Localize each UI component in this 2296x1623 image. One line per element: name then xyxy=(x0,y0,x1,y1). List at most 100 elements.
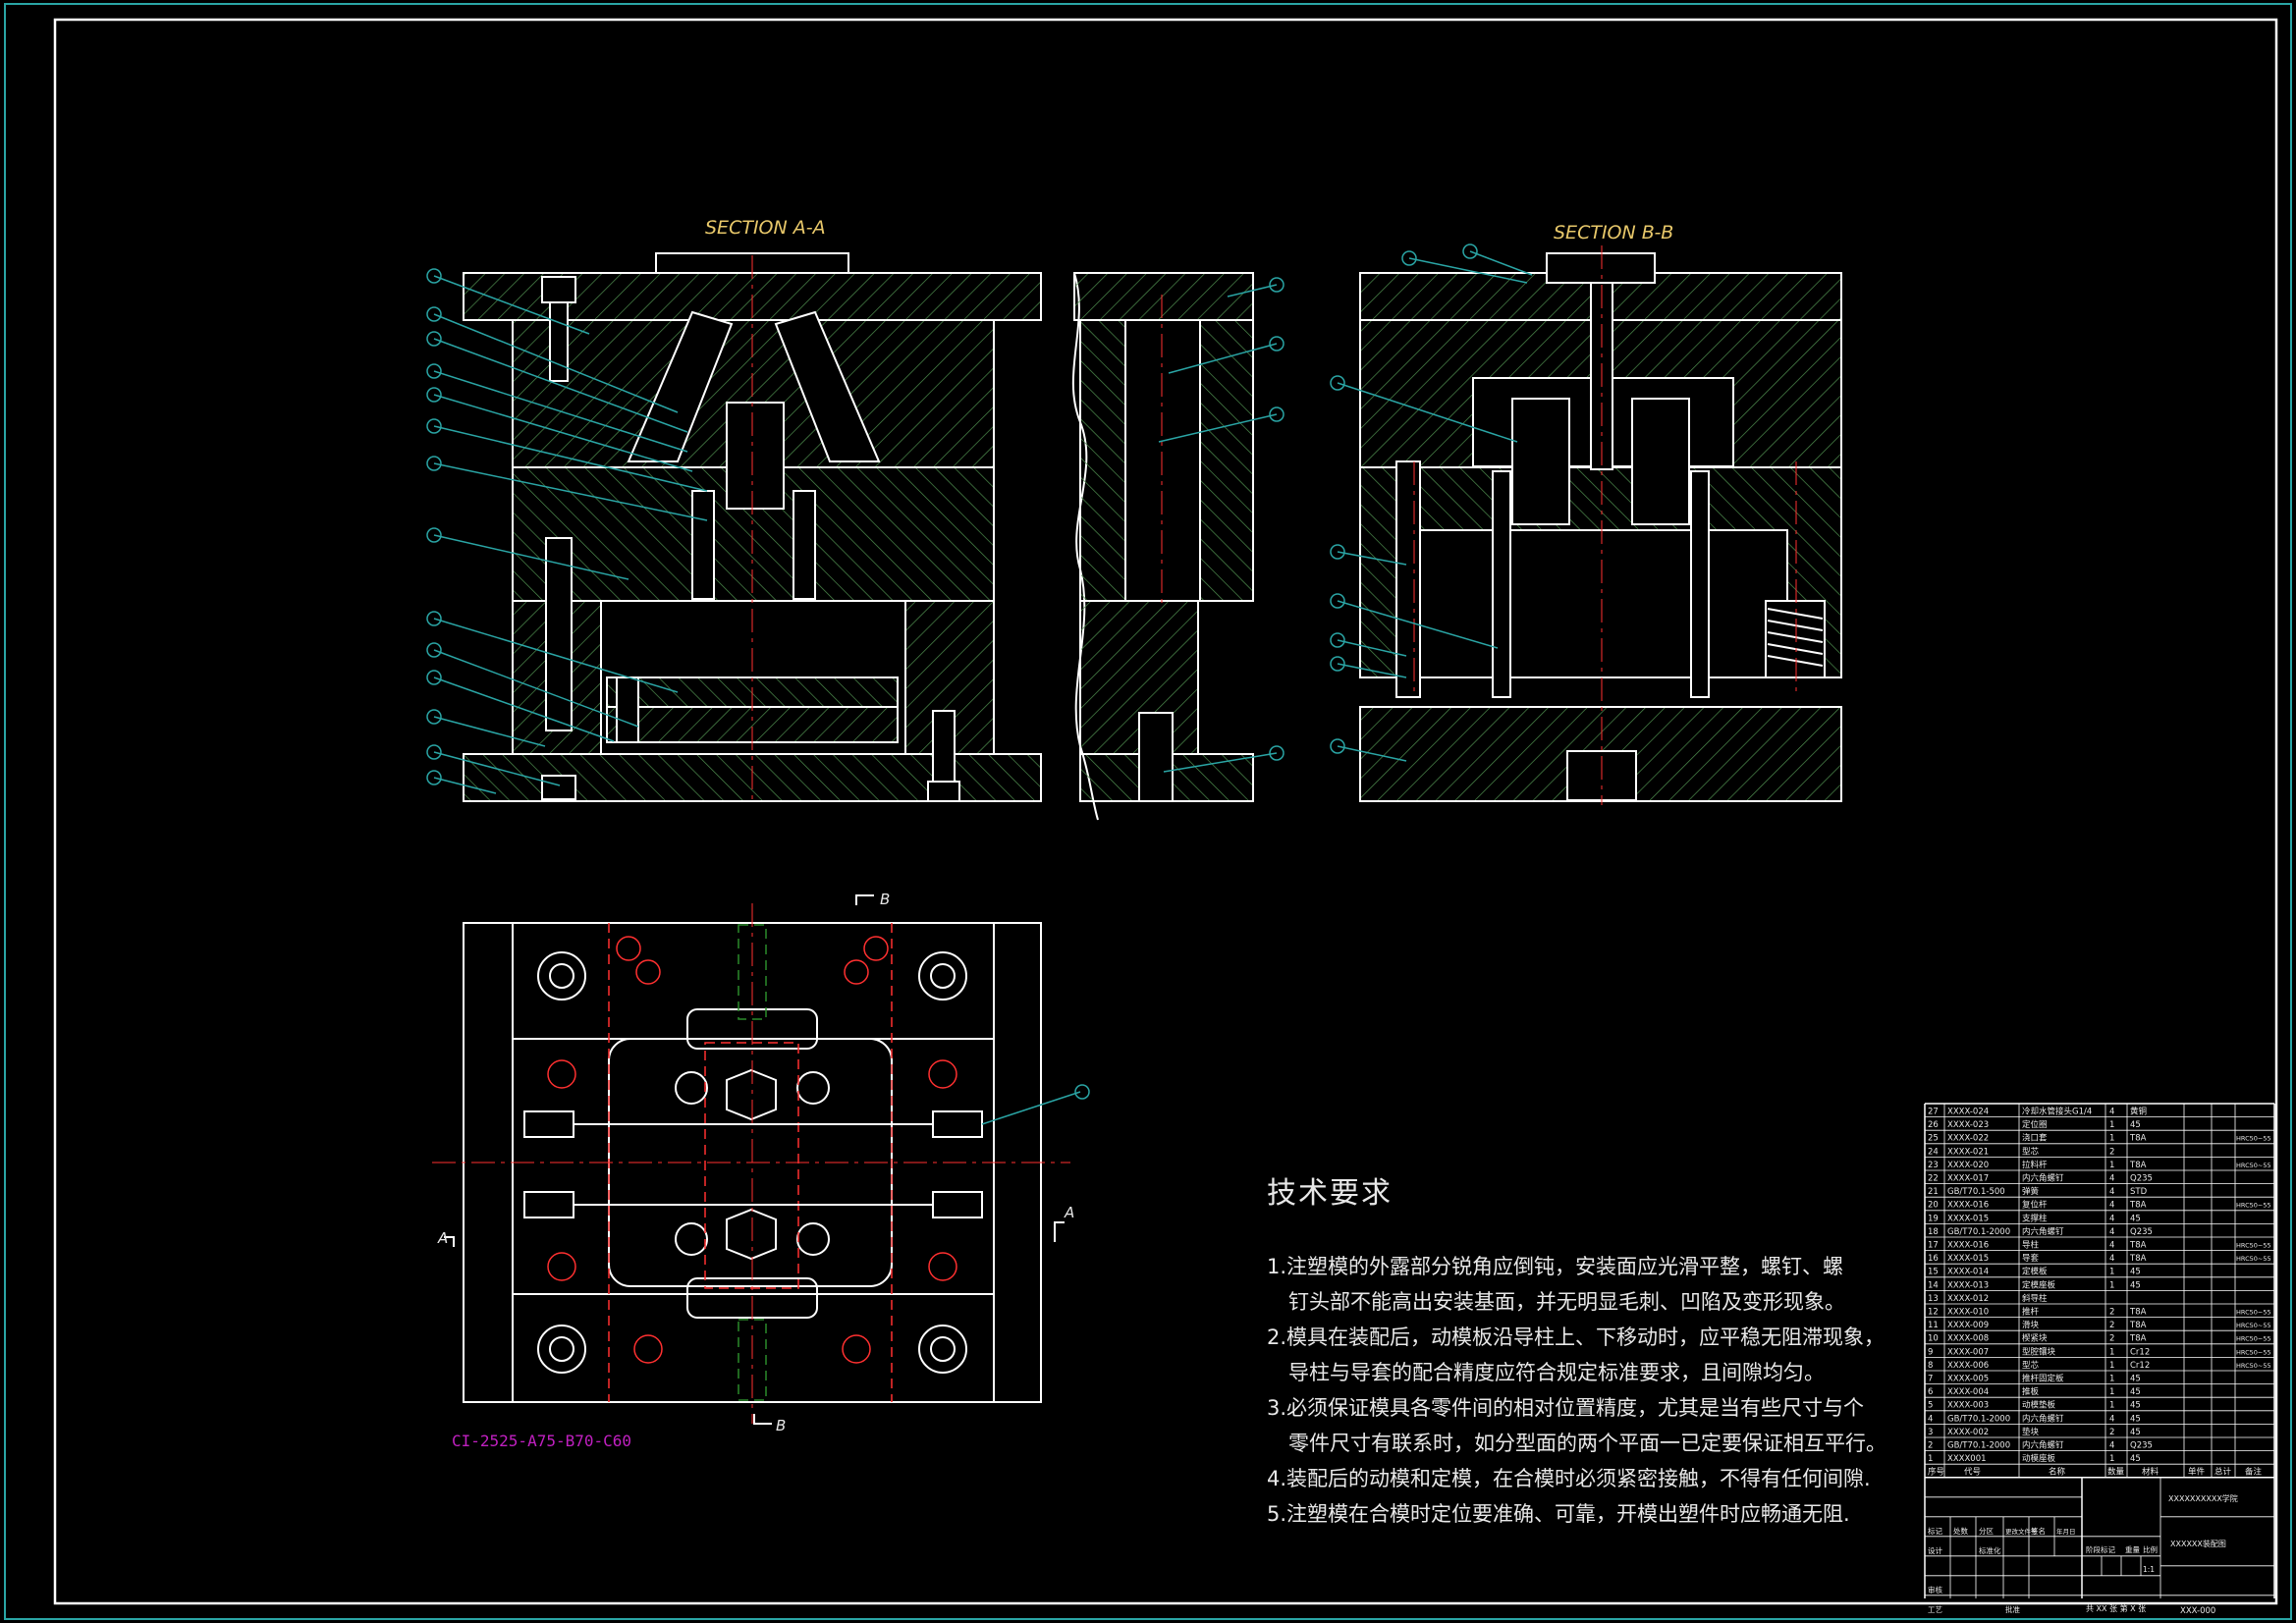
bom-row-qty: 2 xyxy=(2109,1321,2114,1330)
bom-row-name: 拉料杆 xyxy=(2022,1160,2048,1170)
bom-row-material: Q235 xyxy=(2130,1441,2153,1451)
title-check: 审核 xyxy=(1928,1585,1943,1595)
requirement-item-3: 3.必须保证模具各零件间的相对位置精度，尤其是当有些尺寸与个零件尺寸有联系时，如… xyxy=(1267,1396,1886,1455)
bom-header-unit-weight: 单件 xyxy=(2188,1467,2206,1478)
bom-row-name: 内六角螺钉 xyxy=(2022,1226,2064,1237)
bom-row-name: 楔紧块 xyxy=(2022,1333,2048,1344)
title-zone: 分区 xyxy=(1979,1527,1995,1536)
bom-row-no: 2 xyxy=(1928,1441,1933,1451)
bom-row-code: XXXX-016 xyxy=(1947,1241,1989,1251)
bom-row-material: T8A xyxy=(2129,1134,2147,1144)
bom-row-name: 弹簧 xyxy=(2022,1186,2040,1197)
bom-row-note: HRC50~55 xyxy=(2236,1162,2271,1169)
bom-row-no: 7 xyxy=(1928,1375,1933,1384)
bom-row-material: T8A xyxy=(2129,1241,2147,1251)
title-design: 设计 xyxy=(1928,1545,1943,1555)
bom-row-qty: 1 xyxy=(2109,1161,2114,1170)
bom-row-qty: 1 xyxy=(2109,1134,2114,1144)
bom-header-qty: 数量 xyxy=(2107,1467,2125,1478)
bom-row-code: XXXX-014 xyxy=(1947,1268,1989,1277)
bom-row-code: XXXX-005 xyxy=(1947,1375,1989,1384)
title-count: 处数 xyxy=(1953,1526,1969,1536)
bom-row-no: 18 xyxy=(1928,1227,1939,1237)
bom-row-code: GB/T70.1-500 xyxy=(1947,1187,2005,1197)
bom-row-name: 垫块 xyxy=(2022,1427,2040,1437)
bom-row-no: 20 xyxy=(1928,1201,1939,1211)
bom-row-qty: 4 xyxy=(2109,1241,2114,1251)
bom-row-code: XXXX-010 xyxy=(1947,1308,1989,1318)
bom-row-material: T8A xyxy=(2129,1254,2147,1264)
bom-row-material: 45 xyxy=(2130,1375,2141,1384)
bom-row-qty: 2 xyxy=(2109,1147,2114,1157)
bom-row-code: GB/T70.1-2000 xyxy=(1947,1227,2010,1237)
title-weight: 重量 xyxy=(2125,1545,2141,1554)
partial-section-view xyxy=(1071,272,1254,821)
plan-view xyxy=(432,894,1090,1425)
bom-row-code: XXXX-008 xyxy=(1947,1334,1989,1344)
bom-row-qty: 2 xyxy=(2109,1308,2114,1318)
bom-row-code: XXXX-015 xyxy=(1947,1254,1989,1264)
title-drawing-no: XXX-000 xyxy=(2180,1606,2215,1616)
cut-marker-bottom: B xyxy=(776,1417,786,1434)
title-sign: 签名 xyxy=(2031,1526,2046,1536)
bom-row-qty: 4 xyxy=(2109,1201,2114,1211)
bom-row-note: HRC50~55 xyxy=(2236,1135,2271,1143)
bom-row-code: GB/T70.1-2000 xyxy=(1947,1441,2010,1451)
bom-row-name: 推杆 xyxy=(2022,1307,2040,1318)
bom-row-name: 型腔镶块 xyxy=(2022,1346,2056,1357)
bom-row-code: XXXX-007 xyxy=(1947,1347,1989,1357)
bom-row-qty: 1 xyxy=(2109,1347,2114,1357)
bom-row-name: 动模座板 xyxy=(2022,1453,2056,1464)
bom-row-material: 45 xyxy=(2130,1454,2141,1464)
bom-row-code: XXXX-012 xyxy=(1947,1294,1989,1304)
technical-requirements-heading: 技术要求 xyxy=(1267,1176,1393,1211)
bom-header-code: 代号 xyxy=(1964,1467,1981,1478)
bom-row-name: 定位圈 xyxy=(2022,1119,2048,1130)
bom-row-name: 滑块 xyxy=(2022,1320,2040,1330)
bom-row-code: XXXX-013 xyxy=(1947,1280,1989,1290)
bom-row-name: 内六角螺钉 xyxy=(2022,1440,2064,1451)
bom-row-no: 23 xyxy=(1928,1161,1939,1170)
part-balloons xyxy=(426,243,1533,794)
bom-row-qty: 4 xyxy=(2109,1187,2114,1197)
bom-row-qty: 4 xyxy=(2109,1254,2114,1264)
bom-row-material: T8A xyxy=(2129,1201,2147,1211)
bom-row-name: 复位杆 xyxy=(2022,1200,2048,1211)
bom-row-note: HRC50~55 xyxy=(2236,1322,2271,1329)
bom-row-material: 45 xyxy=(2130,1120,2141,1130)
bom-row-code: XXXX-022 xyxy=(1947,1134,1989,1144)
bom-row-material: 黄铜 xyxy=(2130,1107,2147,1117)
title-mark: 标记 xyxy=(1928,1526,1943,1536)
side-marker-right: A xyxy=(1064,1204,1074,1221)
bom-row-note: HRC50~55 xyxy=(2236,1202,2271,1210)
bom-row-material: Q235 xyxy=(2130,1227,2153,1237)
title-approve: 批准 xyxy=(2005,1604,2021,1614)
bom-row-no: 26 xyxy=(1928,1120,1939,1130)
bom-row-no: 10 xyxy=(1928,1334,1939,1344)
bom-row-name: 定模座板 xyxy=(2022,1279,2056,1290)
bom-row-code: XXXX-023 xyxy=(1947,1120,1989,1130)
bom-row-code: GB/T70.1-2000 xyxy=(1947,1414,2010,1424)
bom-row-no: 11 xyxy=(1928,1321,1939,1330)
bom-row-no: 1 xyxy=(1928,1454,1933,1464)
bom-row-material: T8A xyxy=(2129,1334,2147,1344)
bom-row-material: 45 xyxy=(2130,1280,2141,1290)
bom-row-material: T8A xyxy=(2129,1308,2147,1318)
bom-row-name: 斜导柱 xyxy=(2022,1293,2048,1304)
bom-row-name: 浇口套 xyxy=(2022,1133,2048,1144)
bom-row-no: 9 xyxy=(1928,1347,1933,1357)
bom-header-total-weight: 总计 xyxy=(2214,1467,2232,1478)
bom-header-material: 材料 xyxy=(2142,1467,2159,1478)
bom-header-note: 备注 xyxy=(2245,1467,2263,1478)
bom-row-name: 型芯 xyxy=(2022,1146,2040,1157)
bom-row-code: XXXX-009 xyxy=(1947,1321,1989,1330)
bom-row-no: 25 xyxy=(1928,1134,1939,1144)
bom-row-no: 24 xyxy=(1928,1147,1939,1157)
title-date: 年月日 xyxy=(2056,1527,2076,1536)
bom-row-qty: 2 xyxy=(2109,1334,2114,1344)
bom-row-no: 14 xyxy=(1928,1280,1939,1290)
bom-row-no: 8 xyxy=(1928,1361,1933,1371)
title-change-doc: 更改文件号 xyxy=(2005,1527,2038,1536)
